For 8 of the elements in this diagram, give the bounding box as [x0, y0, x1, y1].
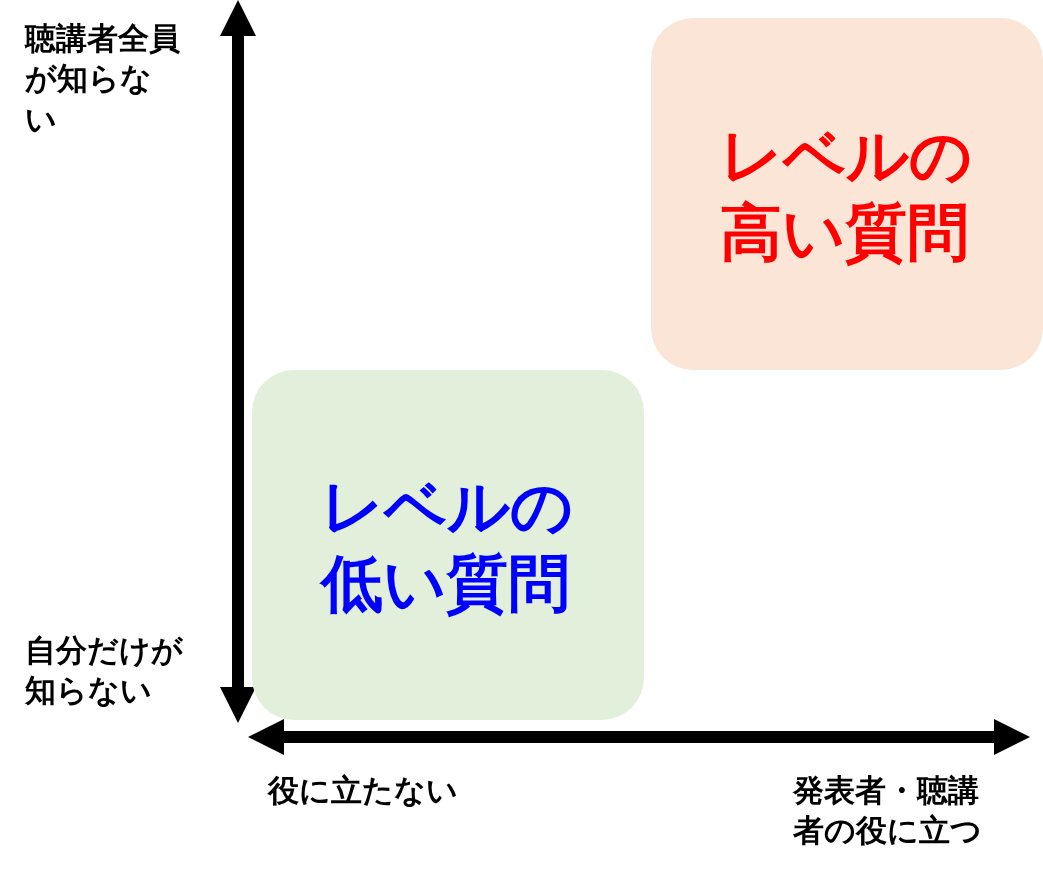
axis-label: 自分だけが知らない: [25, 631, 184, 711]
axis-label: 発表者・聴講者の役に立つ: [793, 771, 983, 851]
quadrant-label: レベルの高い質問: [719, 117, 973, 271]
axis-label: 役に立たない: [268, 771, 459, 810]
quadrant-box: [252, 370, 644, 720]
quadrant-box: [651, 18, 1043, 370]
quadrant-label: レベルの低い質問: [320, 468, 574, 622]
axis-label: 聴講者全員が知らない: [25, 19, 181, 139]
